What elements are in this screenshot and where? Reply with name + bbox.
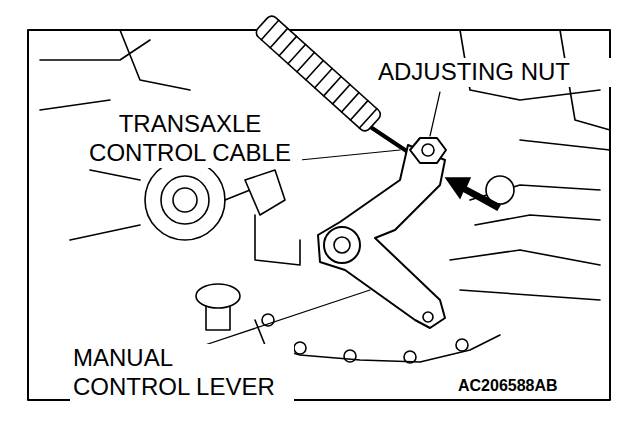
leader-line	[190, 290, 370, 350]
mount-core	[173, 188, 197, 212]
figure-code: AC206588AB	[455, 376, 561, 395]
lever-pivot-nut	[324, 227, 360, 263]
mount-lines	[70, 170, 270, 240]
cable-rod	[372, 128, 408, 152]
pipe-lines	[450, 185, 600, 300]
bracket-lines	[255, 215, 300, 265]
adjusting-nut	[410, 138, 446, 163]
knob-stem	[206, 306, 230, 330]
lever-hole	[423, 312, 433, 322]
leader-line	[300, 150, 400, 160]
nut-bolt	[422, 144, 434, 156]
mount-inner	[161, 176, 209, 224]
bolt	[456, 339, 468, 351]
part-label: ADJUSTING NUT	[375, 58, 611, 87]
bolt	[404, 351, 416, 363]
leader-line	[430, 92, 440, 136]
bolt	[294, 342, 306, 354]
pointer-arrow	[446, 178, 500, 210]
mount-bushing	[145, 160, 225, 240]
bolt	[344, 350, 356, 362]
part-label: TRANSAXLE CONTROL CABLE	[78, 110, 302, 168]
lever-pivot-core	[334, 237, 350, 253]
bracket	[245, 170, 285, 215]
knob	[196, 284, 240, 308]
part-label: MANUAL CONTROL LEVER	[70, 344, 294, 402]
